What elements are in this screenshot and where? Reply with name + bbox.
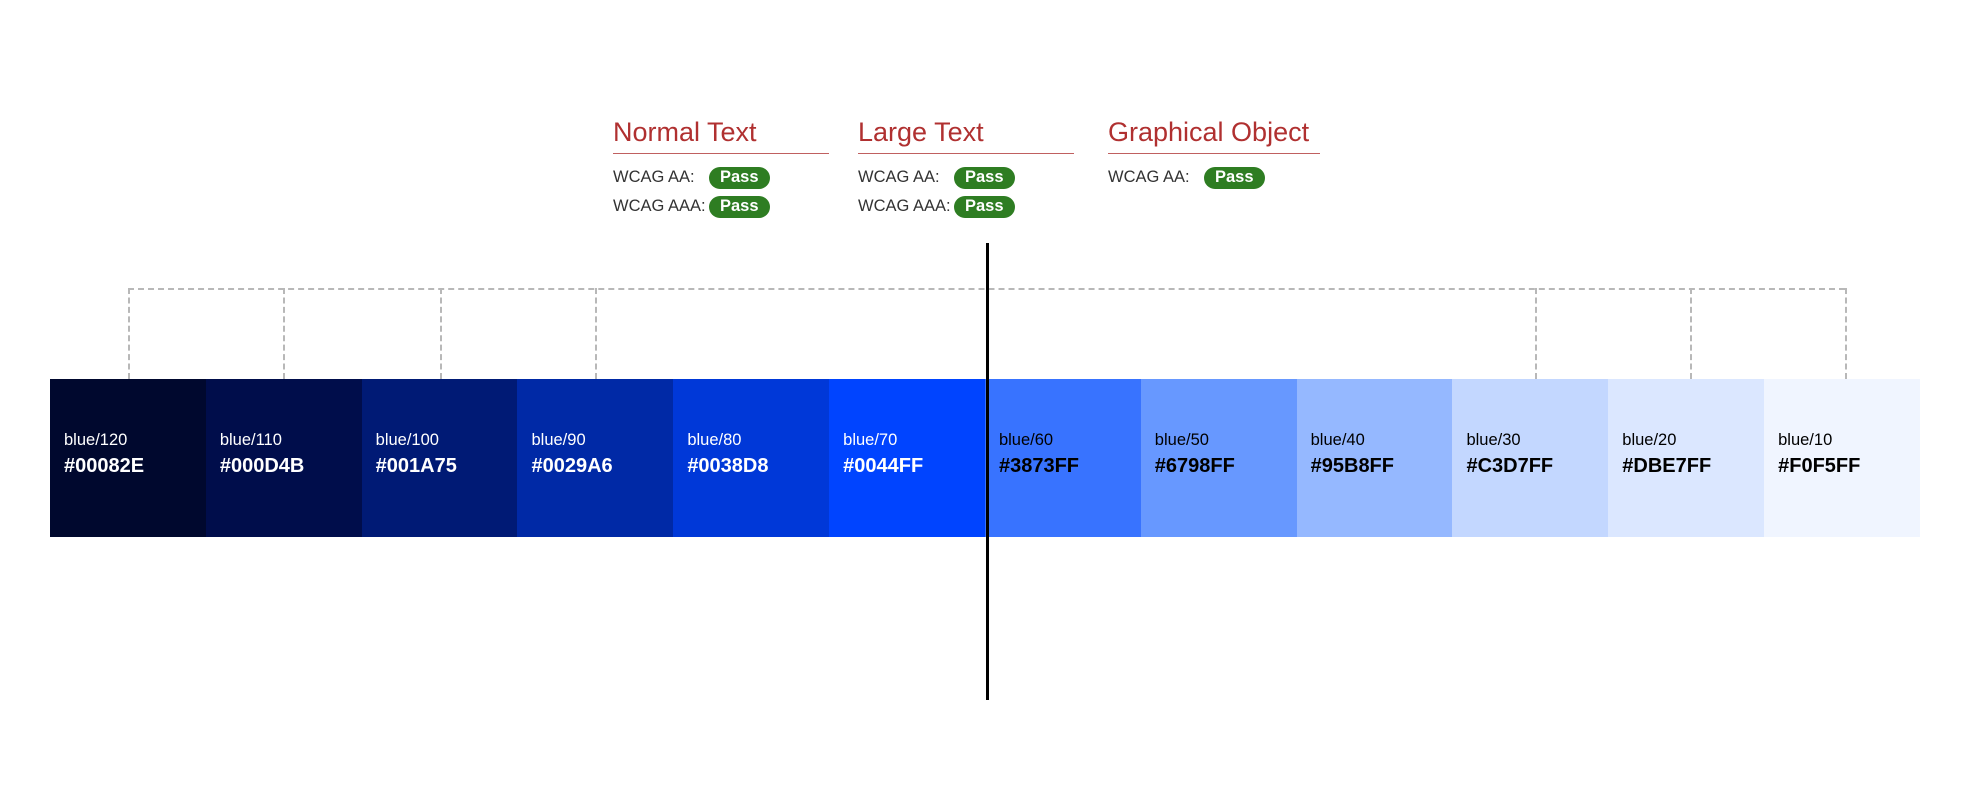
wcag-row: WCAG AA: Pass	[1108, 163, 1320, 192]
color-swatch-token-name: blue/100	[375, 431, 439, 449]
wcag-group-graphical-object: Graphical Object WCAG AA: Pass	[1108, 116, 1320, 192]
color-swatch-token-name: blue/50	[1154, 431, 1209, 449]
wcag-group-normal-text: Normal Text WCAG AA: Pass WCAG AAA: Pass	[613, 116, 829, 221]
color-swatch[interactable]: blue/10 #F0F5FF	[1764, 379, 1920, 537]
color-swatch-content: blue/70 #0044FF	[843, 429, 923, 479]
status-badge: Pass	[954, 166, 1015, 189]
color-swatch[interactable]: blue/60 #3873FF	[984, 379, 1141, 537]
color-swatch-content: blue/120 #00082E	[64, 429, 144, 479]
guide-line-vertical	[283, 288, 285, 379]
wcag-row-list: WCAG AA: Pass WCAG AAA: Pass	[613, 163, 829, 221]
color-swatch-token-name: blue/40	[1310, 431, 1365, 449]
color-swatch-content: blue/10 #F0F5FF	[1778, 429, 1860, 479]
color-swatch-token-name: blue/80	[687, 431, 742, 449]
color-swatch[interactable]: blue/80 #0038D8	[673, 379, 830, 537]
wcag-level-label: WCAG AAA:	[613, 197, 706, 215]
color-swatch-hex-value: #3873FF	[998, 455, 1080, 477]
color-swatch-hex-value: #DBE7FF	[1622, 455, 1712, 477]
color-swatch-band: blue/120 #00082E blue/110 #000D4B blue/100 #0…	[50, 379, 1920, 537]
color-swatch-content: blue/60 #3873FF	[999, 429, 1079, 479]
color-swatch[interactable]: blue/50 #6798FF	[1140, 379, 1297, 537]
wcag-row: WCAG AA: Pass	[858, 163, 1074, 192]
wcag-level-label: WCAG AAA:	[858, 197, 951, 215]
color-swatch[interactable]: blue/120 #00082E	[50, 379, 206, 537]
wcag-row: WCAG AA: Pass	[613, 163, 829, 192]
color-swatch[interactable]: blue/70 #0044FF	[829, 379, 985, 537]
color-swatch[interactable]: blue/40 #95B8FF	[1296, 379, 1453, 537]
color-swatch-hex-value: #001A75	[375, 455, 457, 477]
guide-line-vertical	[595, 288, 597, 379]
guide-line-vertical	[1845, 288, 1847, 379]
color-swatch-token-name: blue/60	[998, 431, 1054, 449]
wcag-level-label: WCAG AA:	[613, 168, 695, 186]
guide-line-vertical	[1535, 288, 1537, 379]
wcag-group-title: Graphical Object	[1108, 116, 1320, 154]
status-badge: Pass	[709, 166, 770, 189]
color-swatch-content: blue/90 #0029A6	[531, 429, 612, 479]
status-badge: Pass	[1204, 166, 1265, 189]
status-badge: Pass	[954, 195, 1015, 218]
guide-line-vertical	[128, 288, 130, 379]
wcag-level-label: WCAG AA:	[1108, 168, 1190, 186]
color-swatch-content: blue/110 #000D4B	[220, 429, 305, 479]
color-swatch[interactable]: blue/90 #0029A6	[517, 379, 674, 537]
wcag-level-label: WCAG AA:	[858, 168, 940, 186]
color-swatch-token-name: blue/120	[64, 431, 128, 449]
contrast-boundary-marker	[986, 243, 989, 700]
status-badge: Pass	[709, 195, 770, 218]
guide-line-vertical	[440, 288, 442, 379]
color-swatch-hex-value: #0044FF	[843, 455, 924, 477]
color-swatch-content: blue/50 #6798FF	[1155, 429, 1235, 479]
guide-line-vertical	[1690, 288, 1692, 379]
color-swatch-hex-value: #00082E	[64, 455, 145, 477]
color-swatch-token-name: blue/30	[1466, 431, 1521, 449]
wcag-group-title: Normal Text	[613, 116, 829, 154]
color-swatch-token-name: blue/70	[843, 431, 898, 449]
wcag-row: WCAG AAA: Pass	[613, 192, 829, 221]
color-swatch-hex-value: #6798FF	[1154, 455, 1235, 477]
color-swatch-hex-value: #0029A6	[531, 455, 613, 477]
color-swatch-hex-value: #0038D8	[687, 455, 769, 477]
color-swatch-token-name: blue/10	[1778, 431, 1833, 449]
color-swatch-hex-value: #F0F5FF	[1778, 455, 1861, 477]
color-swatch-content: blue/100 #001A75	[376, 429, 457, 479]
color-swatch-hex-value: #000D4B	[219, 455, 305, 477]
wcag-row-list: WCAG AA: Pass WCAG AAA: Pass	[858, 163, 1074, 221]
color-swatch-hex-value: #C3D7FF	[1466, 455, 1554, 477]
color-swatch-token-name: blue/20	[1622, 431, 1677, 449]
color-swatch-token-name: blue/90	[531, 431, 586, 449]
color-swatch-content: blue/20 #DBE7FF	[1622, 429, 1711, 479]
color-swatch-content: blue/40 #95B8FF	[1311, 429, 1394, 479]
wcag-row-list: WCAG AA: Pass	[1108, 163, 1320, 192]
color-swatch-hex-value: #95B8FF	[1310, 455, 1394, 477]
color-swatch-token-name: blue/110	[219, 431, 282, 449]
color-swatch-content: blue/80 #0038D8	[687, 429, 768, 479]
wcag-row: WCAG AAA: Pass	[858, 192, 1074, 221]
color-swatch[interactable]: blue/100 #001A75	[361, 379, 518, 537]
wcag-group-large-text: Large Text WCAG AA: Pass WCAG AAA: Pass	[858, 116, 1074, 221]
wcag-group-title: Large Text	[858, 116, 1074, 154]
color-swatch[interactable]: blue/110 #000D4B	[205, 379, 362, 537]
color-swatch[interactable]: blue/20 #DBE7FF	[1608, 379, 1765, 537]
color-swatch-content: blue/30 #C3D7FF	[1466, 429, 1553, 479]
color-swatch[interactable]: blue/30 #C3D7FF	[1452, 379, 1609, 537]
